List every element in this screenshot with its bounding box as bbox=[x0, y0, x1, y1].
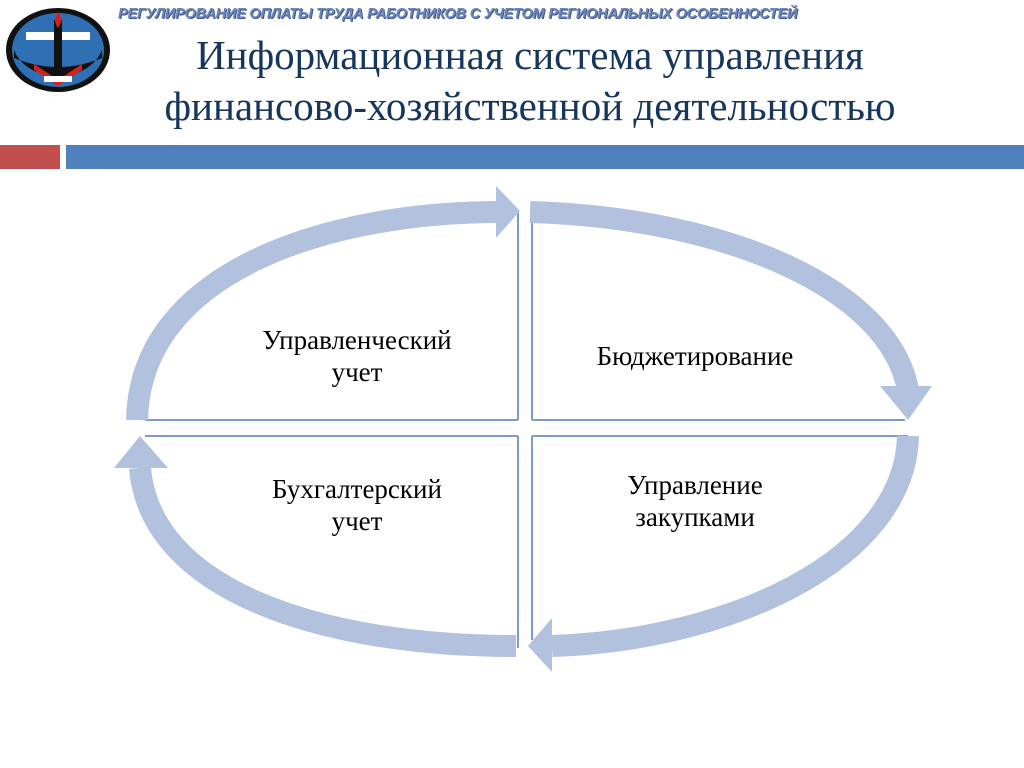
quadrant-label-line: Бухгалтерский bbox=[272, 474, 442, 504]
quadrant-label-line: Бюджетирование bbox=[596, 341, 794, 371]
title-line-1: Информационная система управления bbox=[196, 32, 864, 78]
cycle-arrowheads bbox=[114, 186, 932, 672]
title-line-2: финансово-хозяйственной деятельностью bbox=[164, 83, 896, 129]
quadrant-bookkeeping: Бухгалтерский учет bbox=[222, 473, 492, 537]
quadrant-budgeting: Бюджетирование bbox=[545, 340, 845, 372]
arrow-top-right-band bbox=[529, 201, 919, 393]
quadrant-dividers bbox=[145, 210, 908, 648]
arrowhead-bottom-right bbox=[528, 618, 552, 672]
quadrant-label-line: учет bbox=[331, 506, 383, 536]
arrowhead-bottom-left bbox=[114, 436, 168, 468]
quadrant-procurement: Управление закупками bbox=[560, 469, 830, 533]
arrowhead-top-left bbox=[496, 186, 520, 238]
quadrant-label-line: Управленческий bbox=[262, 325, 452, 355]
top-banner-text: РЕГУЛИРОВАНИЕ ОПЛАТЫ ТРУДА РАБОТНИКОВ С … bbox=[118, 6, 798, 22]
page-title: Информационная система управления финанс… bbox=[100, 30, 960, 132]
university-logo-icon bbox=[6, 8, 110, 92]
quadrant-label-line: Управление bbox=[627, 470, 763, 500]
arrowhead-top-right bbox=[880, 386, 932, 420]
accent-bar-red bbox=[0, 145, 60, 169]
arrow-top-left-band bbox=[126, 201, 501, 421]
accent-bar-blue bbox=[66, 145, 1024, 169]
quadrant-label-line: закупками bbox=[635, 502, 755, 532]
arrow-bottom-right-band bbox=[551, 435, 919, 657]
cycle-arrows bbox=[126, 201, 919, 657]
arrow-bottom-left-band bbox=[129, 466, 517, 657]
quadrant-management-accounting: Управленческий учет bbox=[222, 324, 492, 388]
quadrant-label-line: учет bbox=[331, 357, 383, 387]
